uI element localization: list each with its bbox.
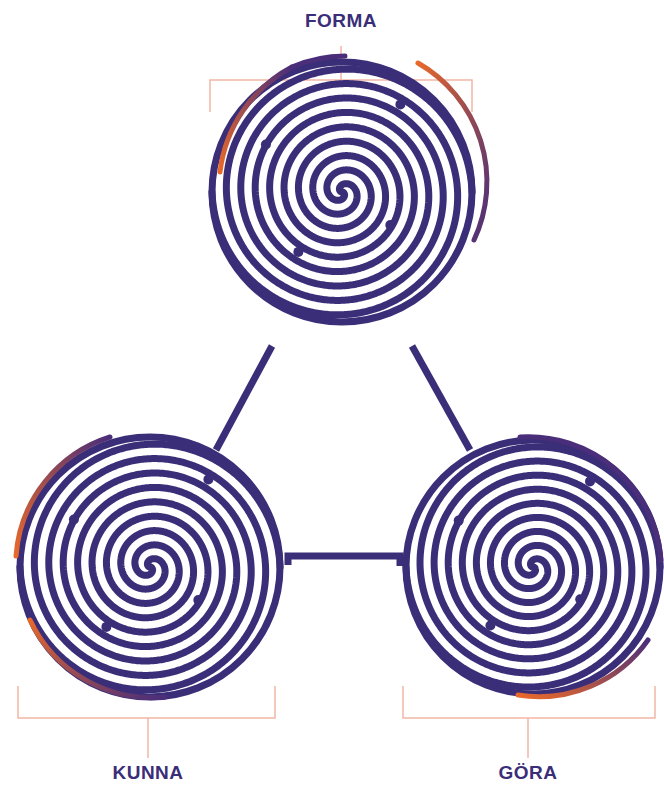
spiral-dot <box>203 474 213 484</box>
spiral-dot <box>69 515 79 525</box>
connector-bar <box>216 346 470 566</box>
spiral-rim <box>20 437 280 697</box>
section-label: GÖRA <box>499 762 558 784</box>
spiral-dot <box>485 621 495 631</box>
section-label: KUNNA <box>112 762 183 784</box>
spiral-dot <box>293 247 303 257</box>
spiral-dot <box>101 622 111 632</box>
spiral-dot <box>454 516 464 526</box>
spiral-dot <box>585 476 595 486</box>
spiral-dot <box>193 595 203 605</box>
section-label: FORMA <box>305 10 377 32</box>
accent-arc <box>16 56 661 698</box>
double-spiral <box>20 62 660 697</box>
spiral-arm <box>34 444 280 675</box>
spiral-dot <box>575 594 585 604</box>
spiral-rim <box>212 62 472 322</box>
spiral-dot <box>395 99 405 109</box>
spiral-dot <box>385 220 395 230</box>
bracket <box>18 46 655 758</box>
spiral-arm <box>226 69 472 300</box>
spiral-dot <box>261 140 271 150</box>
